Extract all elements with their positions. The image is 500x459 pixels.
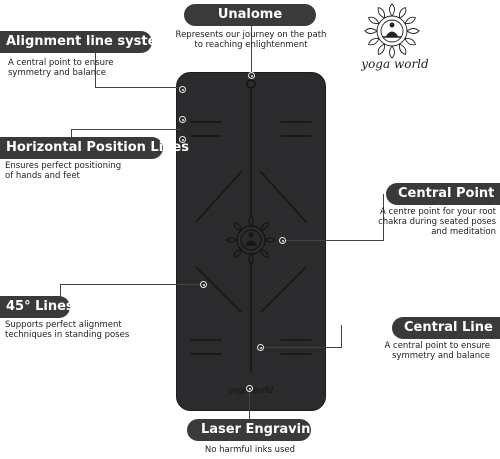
connector-laser-engraving bbox=[249, 391, 250, 420]
callout-desc-horizontal-position-lines: Ensures perfect positioning of hands and… bbox=[5, 161, 122, 181]
connector-alignment bbox=[95, 50, 96, 87]
marker-dot-laser-engraving bbox=[246, 385, 253, 392]
marker-dot-central-line bbox=[257, 344, 264, 351]
connector-45-lines bbox=[60, 284, 203, 285]
connector-central-point bbox=[285, 240, 384, 241]
callout-title-unalome: Unalome bbox=[184, 4, 316, 26]
marker-dot-horizontal-2 bbox=[179, 136, 186, 143]
connector-horizontal-lines bbox=[71, 129, 181, 130]
connector-alignment-h bbox=[95, 87, 181, 88]
callout-desc-unalome: Represents our journey on the path to re… bbox=[175, 30, 327, 50]
central-mandala-icon bbox=[226, 215, 276, 265]
brand-logo: yoga world bbox=[355, 3, 430, 73]
lotus-mandala-meditation-icon bbox=[364, 3, 420, 59]
callout-title-horizontal-position-lines: Horizontal Position Lines bbox=[0, 137, 189, 159]
callout-desc-central-point: A centre point for your root chakra duri… bbox=[378, 207, 496, 237]
callout-title-laser-engraving: Laser Engraving bbox=[187, 419, 320, 441]
mat-graphic bbox=[176, 72, 326, 411]
callout-title-45-lines: 45° Lines bbox=[0, 296, 74, 318]
connector-central-point-v bbox=[383, 194, 384, 240]
callout-desc-alignment-line-system: A central point to ensure symmetry and b… bbox=[8, 58, 114, 78]
yoga-mat: yoga world bbox=[176, 72, 326, 411]
connector-unalome bbox=[251, 25, 252, 74]
callout-title-central-point: Central Point bbox=[386, 183, 500, 205]
callout-desc-laser-engraving: No harmful inks used bbox=[204, 445, 296, 455]
marker-dot-central-point bbox=[279, 237, 286, 244]
marker-dot-unalome bbox=[248, 72, 255, 79]
connector-central-line bbox=[262, 347, 342, 348]
callout-desc-45-lines: Supports perfect alignment techniques in… bbox=[5, 320, 130, 340]
callout-title-central-line: Central Line bbox=[392, 317, 500, 339]
connector-45-lines-v bbox=[60, 284, 61, 300]
callout-title-alignment-line-system: Alignment line system bbox=[0, 31, 170, 53]
marker-dot-alignment bbox=[179, 86, 186, 93]
callout-desc-central-line: A central point to ensure symmetry and b… bbox=[384, 341, 491, 361]
brand-name: yoga world bbox=[361, 57, 429, 71]
marker-dot-45-lines bbox=[200, 281, 207, 288]
connector-central-line-v bbox=[341, 325, 342, 347]
marker-dot-horizontal-1 bbox=[179, 116, 186, 123]
connector-horizontal-lines-v bbox=[71, 129, 72, 140]
